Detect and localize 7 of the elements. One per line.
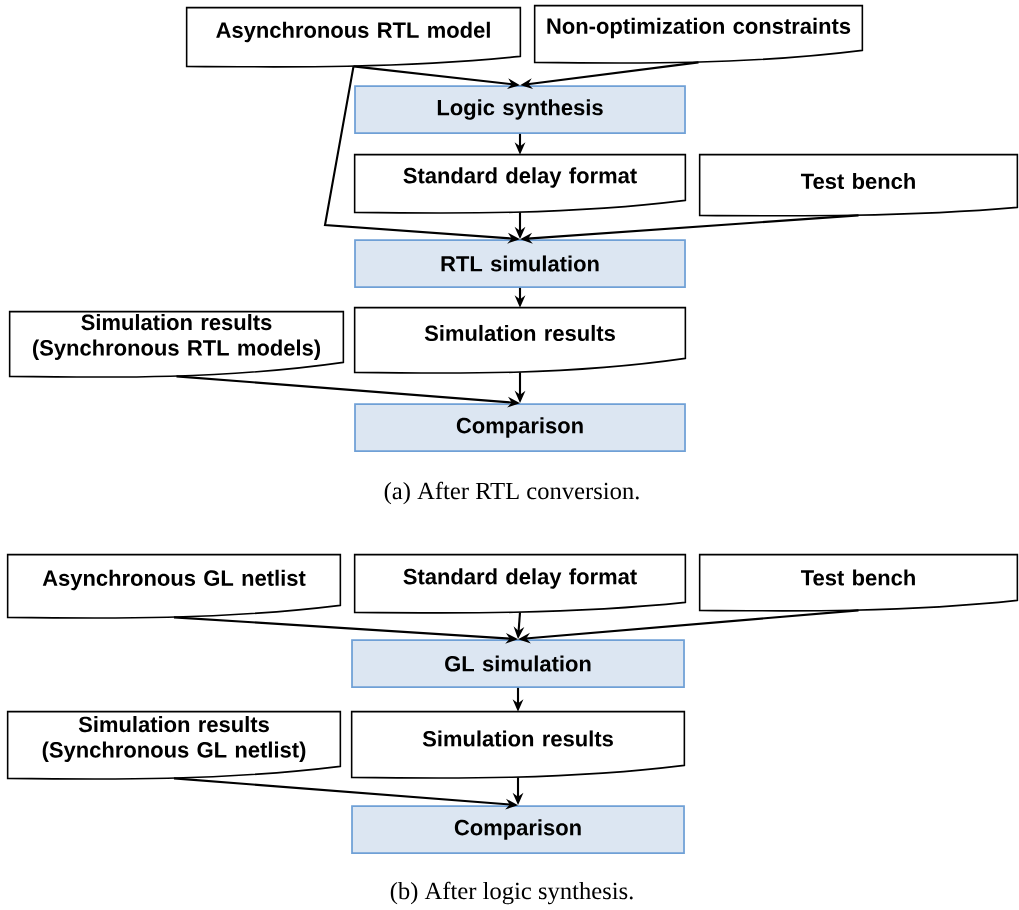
process-box: GL simulation: [351, 639, 685, 688]
process-box: RTL simulation: [354, 239, 686, 288]
caption: (a) After RTL conversion.: [384, 481, 639, 505]
process-box: Logic synthesis: [354, 85, 686, 134]
process-box: Comparison: [354, 403, 686, 452]
caption: (b) After logic synthesis.: [390, 881, 633, 905]
process-box: Comparison: [351, 805, 685, 854]
